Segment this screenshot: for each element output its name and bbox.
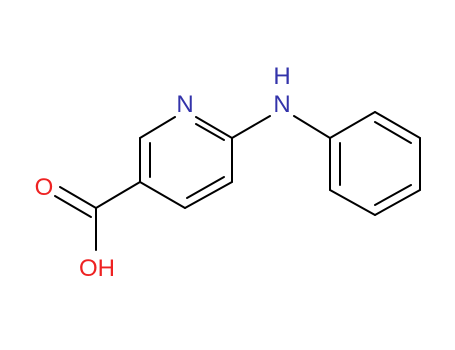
amine-nitrogen-label: N (273, 91, 290, 118)
phenyl-bond-4-inner (374, 184, 412, 206)
bond-carbonyl-1 (59, 186, 97, 209)
ring-nitrogen-label: N (176, 91, 193, 118)
amine-hydrogen-label: H (273, 63, 290, 90)
bond-layer (54, 111, 421, 251)
carbonyl-oxygen-label: O (35, 174, 54, 201)
ring-bond-c6-n-inner (195, 123, 225, 141)
phenyl-bond-5 (329, 189, 376, 216)
ring-bond-c4-c5 (184, 181, 233, 209)
hydroxyl-label: OH (79, 255, 115, 282)
ring-bond-c4-c5-inner (186, 176, 225, 199)
ring-bond-n-c2 (139, 116, 176, 139)
phenyl-bond-2-inner (374, 121, 412, 144)
label-layer: N N H O OH (35, 63, 291, 282)
phenyl-bond-4 (374, 189, 421, 216)
ring-bond-c3-c4 (139, 181, 186, 209)
bond-ring-carboxyl (95, 181, 141, 209)
ring-bond-c6-n (195, 116, 233, 139)
bond-c6-nh (231, 115, 271, 139)
phenyl-bond-1 (329, 111, 376, 139)
bond-nh-phenyl (293, 115, 331, 139)
phenyl-bond-2 (374, 111, 421, 139)
bond-carbonyl-2 (54, 195, 92, 218)
